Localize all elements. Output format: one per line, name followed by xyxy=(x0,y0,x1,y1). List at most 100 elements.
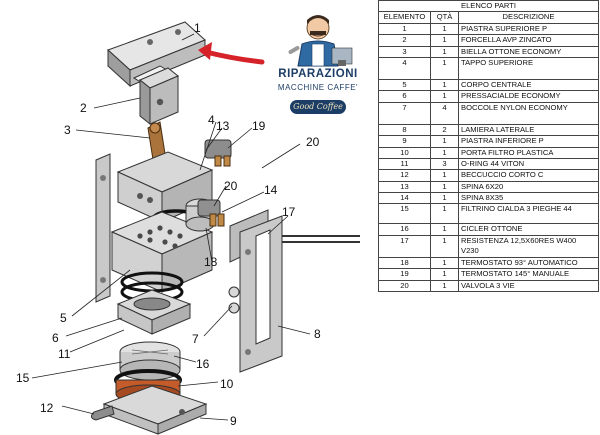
callout-18: 18 xyxy=(204,255,218,269)
part-18-thermostat-automatic xyxy=(197,199,225,227)
callout-17: 17 xyxy=(282,205,296,219)
cell-elemento: 3 xyxy=(378,45,431,58)
exploded-assembly-drawing: 1 2 3 4 5 6 7 8 9 10 11 12 13 14 15 16 1… xyxy=(16,21,360,435)
callout-7: 7 xyxy=(192,332,199,346)
cell-qta: 1 xyxy=(430,56,459,80)
callout-11: 11 xyxy=(58,347,71,361)
part-2-fork xyxy=(139,67,179,126)
brand-logo: RIPARAZIONI MACCHINE CAFFE' Good Coffee xyxy=(258,8,378,126)
cell-elemento: 11 xyxy=(378,157,431,171)
cell-descrizione: CICLER OTTONE xyxy=(458,223,599,236)
callout-16: 16 xyxy=(196,357,210,371)
callout-4: 4 xyxy=(208,113,215,127)
part-9-bottom-plate xyxy=(102,385,208,435)
cell-qta: 1 xyxy=(430,180,459,194)
cell-elemento: 10 xyxy=(378,146,431,159)
part-8-right-side-plate xyxy=(239,215,283,373)
cell-descrizione: PIASTRA SUPERIORE P xyxy=(458,22,599,36)
cell-descrizione: PIASTRA INFERIORE P xyxy=(458,135,599,148)
callout-5: 5 xyxy=(60,311,67,325)
callout-13: 13 xyxy=(216,119,230,133)
cell-elemento: 8 xyxy=(378,123,431,137)
cell-descrizione: LAMIERA LATERALE xyxy=(458,123,599,137)
callout-1: 1 xyxy=(194,21,201,35)
cell-descrizione: BIELLA OTTONE ECONOMY xyxy=(458,45,599,58)
part-12-spout xyxy=(90,405,115,421)
cell-qta: 1 xyxy=(430,135,459,148)
cell-descrizione: BECCUCCIO CORTO C xyxy=(458,169,599,182)
cell-descrizione: SPINA 6X20 xyxy=(458,180,599,194)
callout-14: 14 xyxy=(264,183,278,197)
part-6-pod-press xyxy=(116,289,192,335)
cell-qta: 1 xyxy=(430,78,459,92)
cell-qta: 1 xyxy=(430,268,459,281)
cell-descrizione: O-RING 44 VITON xyxy=(458,157,599,171)
logo-tagline: Good Coffee xyxy=(290,100,346,114)
cell-descrizione: BOCCOLE NYLON ECONOMY xyxy=(458,101,599,125)
cell-elemento: 4 xyxy=(378,56,431,80)
cell-elemento: 20 xyxy=(378,279,431,293)
cell-elemento: 15 xyxy=(378,203,431,225)
cell-elemento: 12 xyxy=(378,169,431,182)
cell-elemento: 1 xyxy=(378,22,431,36)
cell-elemento: 9 xyxy=(378,135,431,148)
cell-elemento: 18 xyxy=(378,256,431,270)
part-7-nylon-bushings xyxy=(228,286,240,314)
cell-elemento: 2 xyxy=(378,34,431,47)
cell-qta: 1 xyxy=(430,169,459,182)
callout-8: 8 xyxy=(314,327,321,341)
callout-15: 15 xyxy=(16,371,30,385)
mechanic-mascot-icon xyxy=(288,15,353,67)
cell-qta: 1 xyxy=(430,234,459,258)
cell-elemento: 16 xyxy=(378,223,431,236)
callout-10: 10 xyxy=(220,377,234,391)
cell-elemento: 17 xyxy=(378,234,431,258)
callout-2: 2 xyxy=(80,101,87,115)
callout-3: 3 xyxy=(64,123,71,137)
cell-descrizione: FORCELLA AVP ZINCATO xyxy=(458,34,599,47)
cell-qta: 2 xyxy=(430,123,459,137)
callout-12: 12 xyxy=(40,401,54,415)
cell-descrizione-line2: V230 xyxy=(461,245,479,255)
part-15-pod-filter xyxy=(119,341,181,381)
cell-elemento: 14 xyxy=(378,192,431,205)
cell-qta: 4 xyxy=(430,101,459,125)
callout-20-lower: 20 xyxy=(224,179,238,193)
cell-descrizione: CORPO CENTRALE xyxy=(458,78,599,92)
cell-descrizione: TERMOSTATO 145° MANUALE xyxy=(458,268,599,281)
cell-qta: 1 xyxy=(430,203,459,225)
logo-title: RIPARAZIONI xyxy=(278,68,358,80)
part-19-thermostat-manual xyxy=(204,139,232,167)
cell-qta: 1 xyxy=(430,256,459,270)
cell-qta: 1 xyxy=(430,34,459,47)
parts-table-title: ELENCO PARTI xyxy=(378,0,599,13)
cell-descrizione: SPINA 8X35 xyxy=(458,192,599,205)
red-arrow-icon xyxy=(198,42,265,65)
cell-descrizione: PRESSACIALDE ECONOMY xyxy=(458,90,599,103)
cell-qta: 1 xyxy=(430,90,459,103)
cell-descrizione-line1: RESISTENZA 12,5X60RES W400 xyxy=(461,235,577,245)
callout-9: 9 xyxy=(230,414,237,428)
